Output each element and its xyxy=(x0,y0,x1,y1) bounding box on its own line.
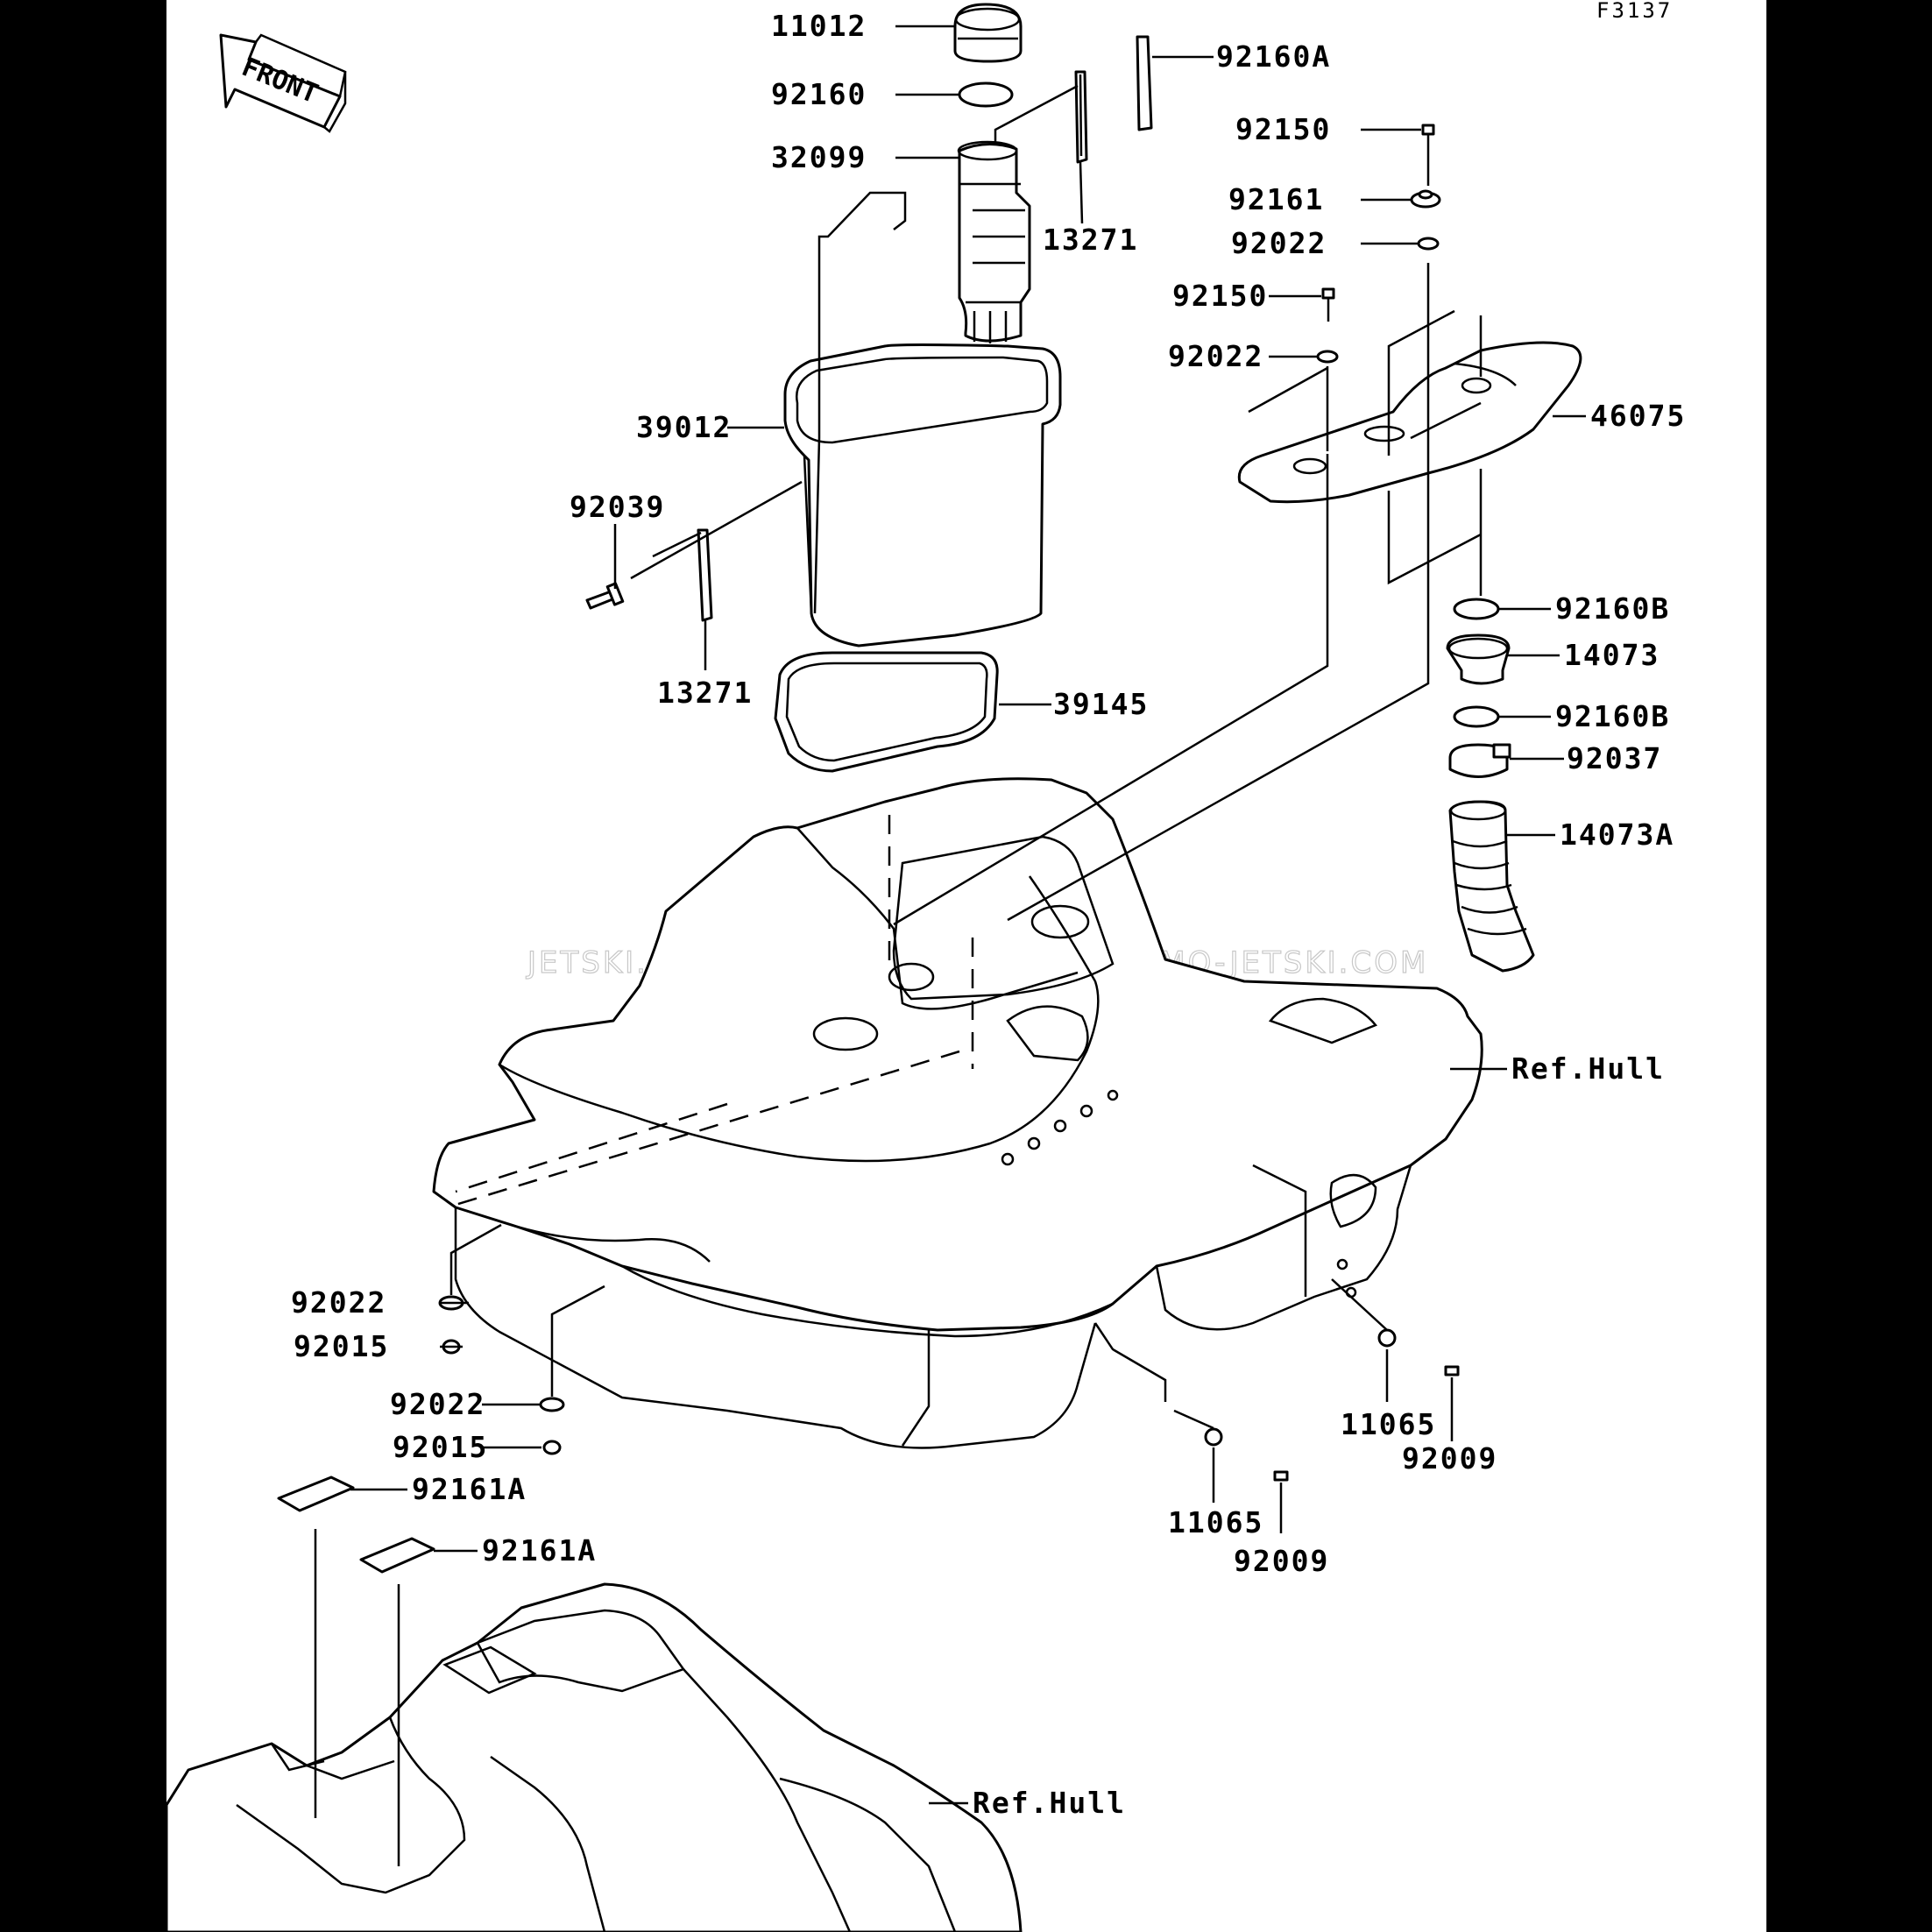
label-ref-hull-lower: Ref.Hull xyxy=(973,1786,1126,1820)
label-92037: 92037 xyxy=(1567,741,1662,775)
part-92150-bolt-b xyxy=(1321,287,1335,322)
label-92022-d: 92022 xyxy=(390,1387,485,1421)
part-11065-cap-b xyxy=(1204,1427,1223,1447)
guide-lines xyxy=(314,25,1586,1866)
part-92150-bolt-a xyxy=(1421,124,1435,158)
label-92160A: 92160A xyxy=(1216,39,1331,74)
part-11012-cap xyxy=(953,3,1023,63)
hull-deck-lower xyxy=(166,1582,1023,1932)
part-92039-pin xyxy=(585,582,625,610)
label-92160B-b: 92160B xyxy=(1555,699,1670,733)
part-92037-clamp xyxy=(1448,743,1511,778)
part-labels: 11012 92160 32099 13271 39012 92039 1327… xyxy=(291,9,1686,1820)
part-39012-storage-bin xyxy=(783,343,1062,648)
diagram-svg: F3137 FRONT JETSKI.COM PROMO-JETSKI.COM … xyxy=(166,0,1686,1932)
part-14073A-hose xyxy=(1448,800,1535,973)
label-92009-b: 92009 xyxy=(1234,1544,1329,1578)
label-13271-bottom: 13271 xyxy=(657,676,753,710)
part-92015-nut-b xyxy=(542,1440,562,1455)
label-92160B-a: 92160B xyxy=(1555,591,1670,626)
parts-diagram: F3137 FRONT JETSKI.COM PROMO-JETSKI.COM … xyxy=(166,0,1766,1932)
part-32099-filler-tube xyxy=(957,140,1031,343)
hull-deck-upper xyxy=(432,777,1483,1449)
part-92022-washer-a xyxy=(1417,237,1440,251)
part-92160B-ring-a xyxy=(1453,598,1500,620)
label-92161A-a: 92161A xyxy=(412,1472,527,1506)
part-92160B-ring-b xyxy=(1453,705,1500,728)
label-39145: 39145 xyxy=(1053,687,1149,721)
label-92009-a: 92009 xyxy=(1402,1441,1497,1476)
part-11065-cap-a xyxy=(1377,1328,1397,1348)
part-92161-bushing xyxy=(1410,189,1441,209)
label-92161: 92161 xyxy=(1228,182,1324,216)
label-92015-b: 92015 xyxy=(393,1430,488,1464)
label-92150-a: 92150 xyxy=(1235,112,1331,146)
part-92009-screw-b xyxy=(1273,1470,1289,1482)
part-92160-gasket xyxy=(958,81,1014,108)
part-92009-screw-a xyxy=(1444,1365,1460,1376)
label-46075: 46075 xyxy=(1590,399,1686,433)
label-92015-a: 92015 xyxy=(294,1329,389,1363)
part-14073-grommet xyxy=(1446,633,1511,685)
part-92160A-pad xyxy=(1136,35,1153,131)
label-11012: 11012 xyxy=(771,9,867,43)
part-92161A-pad-b xyxy=(359,1537,435,1574)
label-32099: 32099 xyxy=(771,140,867,174)
label-92160: 92160 xyxy=(771,77,867,111)
label-14073: 14073 xyxy=(1564,638,1660,672)
label-11065-a: 11065 xyxy=(1341,1407,1436,1441)
label-92022-b: 92022 xyxy=(1168,339,1263,373)
label-92039: 92039 xyxy=(570,490,665,524)
part-13271-strip-bottom xyxy=(697,528,713,622)
label-14073A: 14073A xyxy=(1560,817,1674,852)
label-11065-b: 11065 xyxy=(1168,1505,1263,1539)
part-46075-handle xyxy=(1237,341,1582,504)
label-ref-hull-upper: Ref.Hull xyxy=(1511,1051,1665,1086)
label-92150-b: 92150 xyxy=(1172,279,1268,313)
part-92022-washer-b xyxy=(1316,350,1339,364)
label-13271-top: 13271 xyxy=(1043,223,1138,257)
part-92161A-pad-a xyxy=(277,1476,355,1512)
part-92022-washer-d xyxy=(539,1397,565,1412)
diagram-code: F3137 xyxy=(1596,0,1673,23)
front-arrow-icon: FRONT xyxy=(219,33,347,133)
label-92022-a: 92022 xyxy=(1231,226,1327,260)
part-13271-strip-top xyxy=(1074,70,1088,164)
label-92022-c: 92022 xyxy=(291,1285,386,1320)
label-39012: 39012 xyxy=(636,410,732,444)
label-92161A-b: 92161A xyxy=(482,1533,597,1568)
part-39145-gasket xyxy=(774,651,999,773)
